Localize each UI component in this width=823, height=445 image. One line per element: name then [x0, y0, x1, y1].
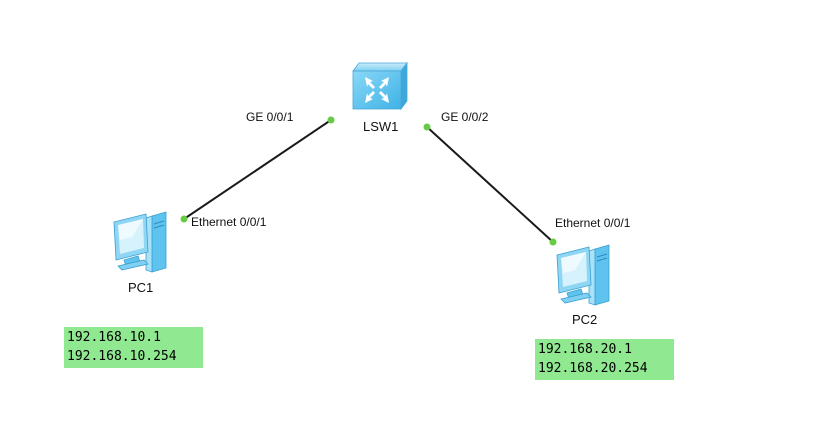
- switch-name-label: LSW1: [363, 119, 399, 134]
- pc2-ip: 192.168.20.1: [538, 342, 632, 357]
- pc1-gateway: 192.168.10.254: [67, 349, 177, 364]
- pc1-ip: 192.168.10.1: [67, 330, 161, 345]
- pc1-icon[interactable]: [108, 210, 180, 274]
- port-dot-lsw1-ge001: [327, 116, 335, 124]
- port-label-ge001: GE 0/0/1: [246, 110, 294, 124]
- link-lsw1-pc2[interactable]: [426, 126, 554, 243]
- pc2-gateway: 192.168.20.254: [538, 361, 648, 376]
- port-label-ge002: GE 0/0/2: [441, 110, 489, 124]
- pc1-name-label: PC1: [128, 280, 154, 295]
- pc2-port-label: Ethernet 0/0/1: [555, 216, 631, 230]
- switch-icon[interactable]: [351, 61, 409, 111]
- pc1-ip-box: 192.168.10.1 192.168.10.254: [64, 327, 203, 368]
- port-dot-lsw1-ge002: [423, 123, 431, 131]
- port-dot-pc1-eth: [180, 215, 188, 223]
- pc2-ip-box: 192.168.20.1 192.168.20.254: [535, 339, 674, 380]
- pc2-icon[interactable]: [551, 243, 623, 307]
- pc1-port-label: Ethernet 0/0/1: [191, 215, 267, 229]
- pc2-name-label: PC2: [572, 312, 598, 327]
- link-pc1-lsw1[interactable]: [183, 119, 332, 220]
- port-dot-pc2-eth: [549, 238, 557, 246]
